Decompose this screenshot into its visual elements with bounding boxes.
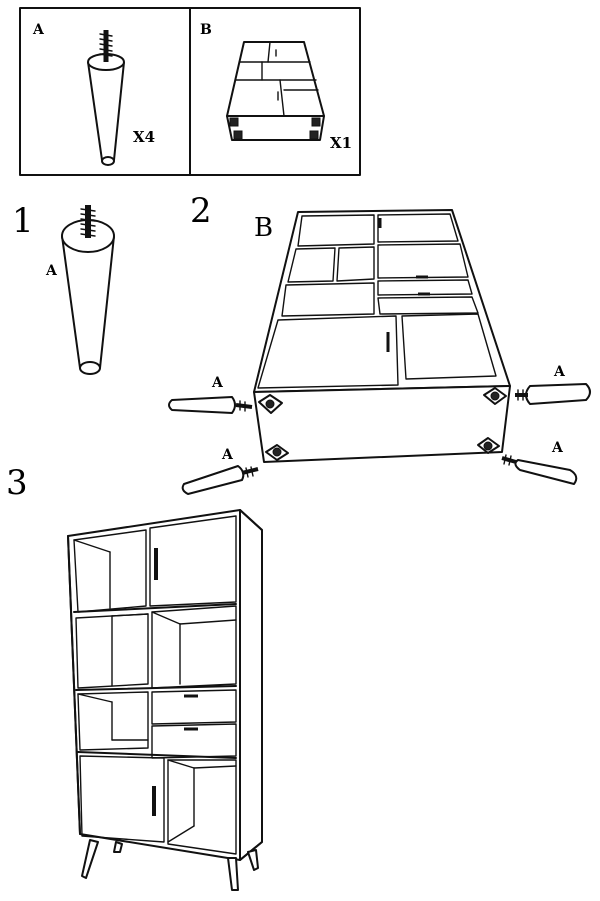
step-1-number: 1 (12, 201, 34, 241)
step-2-number: 2 (190, 191, 212, 231)
step-1-part-label: A (45, 263, 58, 279)
lower-door[interactable] (79, 755, 165, 843)
leg-label-top-left: A (211, 375, 224, 391)
step-3-number: 3 (6, 463, 28, 503)
leg-label-bottom-left: A (221, 447, 234, 463)
upper-drawer[interactable] (151, 689, 237, 725)
bookcase-body (67, 509, 263, 861)
leg-label-bottom-right: A (551, 440, 564, 456)
mounting-plate-top-left (258, 394, 283, 414)
step-1-leg-icon (61, 205, 115, 375)
mounting-plate-bottom-right (477, 437, 500, 454)
cabinet-bottom-panel (253, 385, 511, 463)
leg-top-left (168, 396, 253, 414)
part-a-leg-icon (87, 30, 125, 166)
part-a-letter: A (32, 22, 45, 38)
assembled-legs (81, 839, 259, 891)
mounting-plate-bottom-left (265, 444, 289, 461)
step-3: 3 (6, 463, 263, 891)
leg-top-right (515, 383, 591, 405)
part-b-cabinet-icon (226, 41, 325, 141)
cabinet-back-panel (253, 209, 511, 393)
leg-label-top-right: A (553, 364, 566, 380)
step-1: 1 A (12, 201, 115, 375)
upper-door-handle[interactable] (154, 548, 158, 580)
leg-bottom-left (181, 465, 259, 495)
part-b-letter: B (200, 22, 212, 38)
step-2-part-label: B (254, 213, 273, 243)
part-a-quantity: X4 (133, 128, 155, 146)
assembled-bookcase (67, 509, 263, 891)
step-2: 2 B (168, 191, 591, 495)
part-b-quantity: X1 (330, 134, 352, 152)
leg-bottom-right (501, 454, 578, 485)
lower-door-handle[interactable] (152, 786, 156, 816)
upper-door[interactable] (149, 515, 237, 607)
step-2-cabinet (253, 209, 511, 463)
lower-drawer[interactable] (151, 723, 237, 759)
parts-box: A X4 B X1 (19, 7, 361, 176)
mounting-plate-top-right (483, 387, 507, 405)
